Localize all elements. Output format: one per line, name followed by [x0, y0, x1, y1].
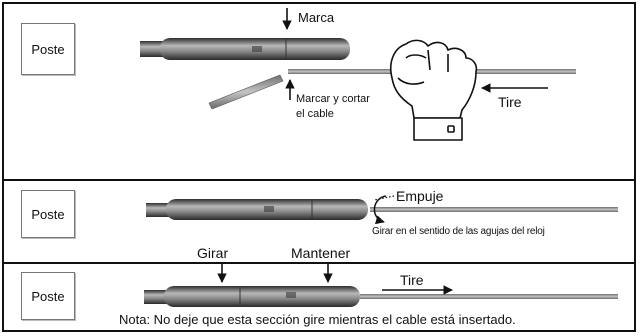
- pull-label: Tire: [400, 272, 424, 288]
- cable: [370, 207, 618, 212]
- poste-box: Poste: [21, 190, 75, 238]
- poste-box: Poste: [21, 23, 75, 75]
- splice-sleeve: [140, 38, 350, 60]
- poste-label: Poste: [31, 41, 65, 57]
- panel-2-artwork: [146, 195, 618, 225]
- cable: [360, 294, 618, 299]
- pull-label: Tire: [498, 94, 522, 110]
- splice-sleeve: [144, 286, 360, 307]
- rotate-arc-icon: [373, 195, 387, 225]
- panel-1-artwork: [140, 8, 576, 141]
- note-text: Nota: No deje que esta sección gire mien…: [119, 312, 516, 327]
- rotate-label: Girar en el sentido de las agujas del re…: [372, 226, 545, 237]
- mark-label: Marca: [298, 10, 335, 25]
- turn-label: Girar: [197, 245, 229, 261]
- panel-3-artwork: [144, 262, 618, 307]
- poste-box: Poste: [21, 272, 75, 320]
- hold-label: Mantener: [291, 245, 351, 261]
- splice-sleeve: [146, 199, 368, 220]
- panel-divider-1: [2, 179, 636, 181]
- cut-label: Marcar y cortar el cable: [296, 93, 370, 120]
- hand-icon: [390, 39, 478, 141]
- diagram-frame: [2, 2, 636, 332]
- poste-label: Poste: [31, 288, 65, 304]
- poste-label: Poste: [31, 206, 65, 222]
- cut-cable-piece: [208, 74, 284, 110]
- panel-divider-2: [2, 262, 636, 264]
- push-label: Empuje: [396, 188, 444, 204]
